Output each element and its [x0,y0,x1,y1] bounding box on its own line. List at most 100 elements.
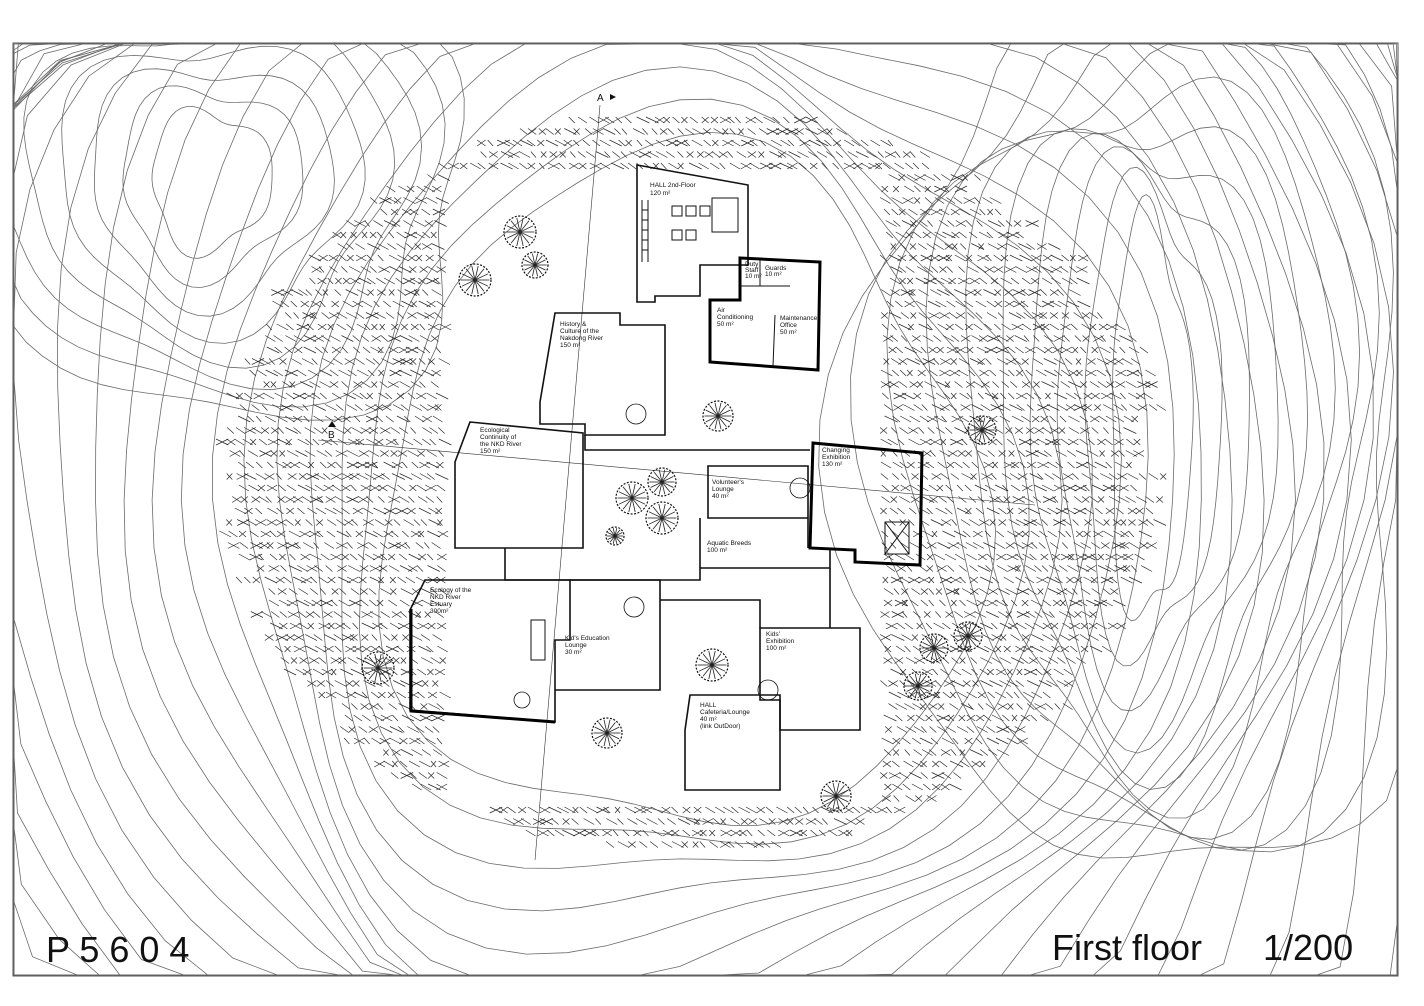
hatch-mark [420,519,428,526]
hatch-mark [1011,415,1024,423]
hatch-mark [432,680,439,687]
hatch-mark [931,634,938,641]
hatch-mark [373,300,380,308]
hatch-mark [895,703,908,710]
hatch-mark [323,645,334,653]
hatch-mark [368,542,377,549]
hatch-mark [734,116,741,124]
hatch-mark [275,519,287,526]
hatch-mark [1089,323,1097,331]
hatch-mark [517,806,527,814]
hatch-mark [969,588,979,595]
hatch-mark [1046,404,1060,411]
hatch-mark [1138,519,1149,526]
hatch-mark [935,611,942,618]
hatch-mark [709,841,719,848]
hatch-mark [894,300,903,308]
hatch-mark [305,645,319,653]
hatch-mark [380,553,388,561]
hatch-mark [1007,507,1014,515]
hatch-mark [477,162,486,170]
hatch-mark [951,415,964,423]
hatch-mark [342,415,351,423]
hatch-mark [1049,312,1059,319]
hatch-mark [1059,415,1067,423]
hatch-mark [366,415,379,423]
hatch-mark [391,760,398,768]
hatch-mark [891,208,899,216]
hatch-mark [909,151,916,158]
hatch-mark [418,358,426,365]
hatch-mark [981,473,993,480]
tree-symbol [967,415,997,445]
hatch-mark [380,588,392,595]
hatch-mark [312,611,321,618]
hatch-mark [972,680,979,687]
hatch-mark [916,381,924,388]
hatch-mark [402,634,410,641]
hatch-mark [423,346,431,354]
hatch-mark [380,714,393,722]
hatch-mark [1010,381,1018,388]
hatch-mark [866,151,877,158]
hatch-mark [318,576,328,584]
hatch-mark [420,783,432,791]
hatch-mark [942,691,951,699]
hatch-mark [286,450,299,457]
hatch-mark [659,128,668,135]
hatch-mark [828,829,838,837]
hatch-mark [595,818,602,825]
hatch-mark [363,680,376,687]
hatch-mark [435,392,449,400]
hatch-mark [1081,473,1092,480]
hatch-mark [284,415,295,423]
hatch-mark [418,507,431,515]
hatch-mark [1008,369,1015,377]
hatch-mark [989,369,997,377]
hatch-mark [930,737,939,745]
hatch-mark [244,358,251,365]
svg-text:A: A [597,93,604,104]
hatch-mark [1059,611,1071,618]
hatch-mark [794,818,804,825]
hatch-mark [928,588,935,595]
hatch-mark [301,496,312,503]
hatch-mark [1034,427,1044,434]
hatch-mark [1089,645,1103,653]
hatch-mark [1090,553,1099,561]
hatch-mark [884,726,892,733]
hatch-mark [1041,277,1053,285]
hatch-mark [255,415,262,423]
hatch-mark [1016,668,1023,676]
hatch-mark [951,231,960,239]
hatch-mark [414,243,422,250]
hatch-mark [719,162,726,170]
hatch-mark [976,450,988,457]
hatch-mark [944,381,951,388]
hatch-mark [397,484,406,492]
hatch-mark [255,519,267,526]
hatch-mark [976,220,983,227]
hatch-mark [1039,714,1049,722]
hatch-mark [934,231,947,239]
hatch-mark [634,806,647,814]
hatch-mark [902,151,911,158]
hatch-mark [300,553,311,561]
hatch-mark [333,611,343,618]
hatch-mark [1013,220,1022,227]
hatch-mark [377,496,385,503]
hatch-mark [935,588,943,595]
hatch-mark [364,530,378,538]
hatch-mark [938,208,950,216]
hatch-mark [999,657,1012,664]
hatch-mark [1021,415,1032,423]
hatch-mark [1047,507,1059,515]
hatch-mark [1070,323,1078,331]
hatch-mark [504,139,516,147]
hatch-mark [1042,599,1052,607]
hatch-mark [352,622,359,630]
hatch-mark [921,749,933,756]
hatch-mark [890,358,902,365]
hatch-mark [978,243,985,250]
hatch-mark [937,542,950,549]
